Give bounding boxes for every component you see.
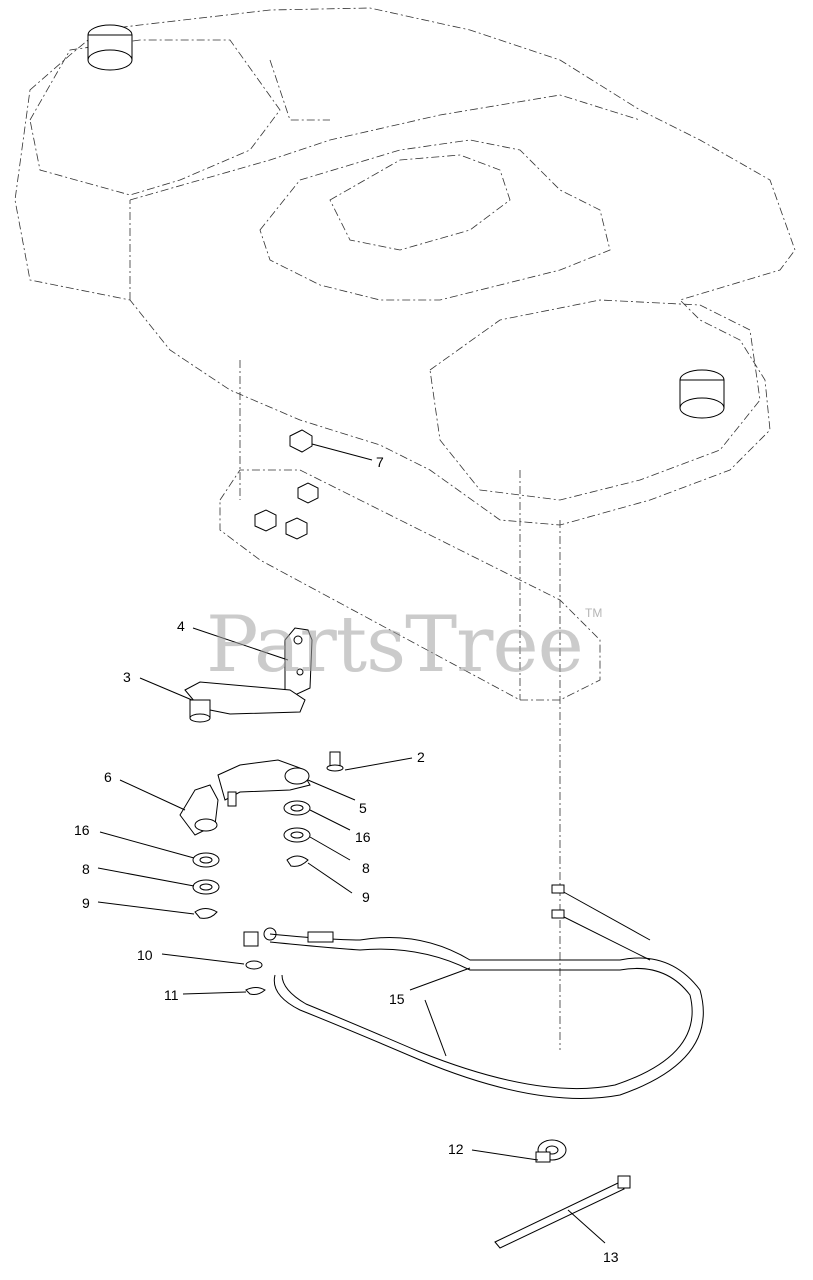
trademark-symbol: TM (585, 606, 603, 620)
callout-16-left: 16 (74, 822, 90, 838)
fill-cap-right (679, 369, 725, 419)
shoulder-bolt (326, 751, 344, 772)
lever-arm (184, 681, 306, 723)
callout-2: 2 (417, 749, 425, 765)
tank-assembly-phantom (14, 7, 796, 1050)
callout-4: 4 (177, 618, 185, 634)
callout-8-left: 8 (82, 861, 90, 877)
washer-16-right (283, 800, 311, 816)
callout-10: 10 (137, 947, 153, 963)
callout-16-right: 16 (355, 829, 371, 845)
callout-6: 6 (104, 769, 112, 785)
washer-16-left (192, 852, 220, 868)
leader-lines (97, 443, 606, 1244)
callout-13: 13 (603, 1249, 619, 1265)
flange-nut (254, 429, 319, 540)
callout-5: 5 (359, 800, 367, 816)
cable-tie (494, 1175, 631, 1249)
callout-11: 11 (164, 987, 179, 1003)
fill-cap-left (87, 24, 133, 71)
cable-harness (269, 884, 704, 1099)
pivot-arm (217, 759, 311, 807)
cable-grommet (535, 1139, 567, 1163)
callout-9-right: 9 (362, 889, 370, 905)
clip-9-right (286, 855, 309, 867)
control-plate (284, 627, 313, 696)
washer-8-left (192, 879, 220, 895)
mounting-plate (219, 469, 601, 701)
bracket (179, 784, 219, 836)
callout-12: 12 (448, 1141, 464, 1157)
callout-7: 7 (376, 454, 384, 470)
clip-9-left (194, 908, 218, 919)
cable-end (243, 927, 277, 995)
callout-15: 15 (389, 991, 405, 1007)
callout-9-left: 9 (82, 895, 90, 911)
callout-8-right: 8 (362, 860, 370, 876)
watermark-text: PartsTree (206, 600, 584, 690)
washer-8-right (283, 827, 311, 843)
callout-3: 3 (123, 669, 131, 685)
